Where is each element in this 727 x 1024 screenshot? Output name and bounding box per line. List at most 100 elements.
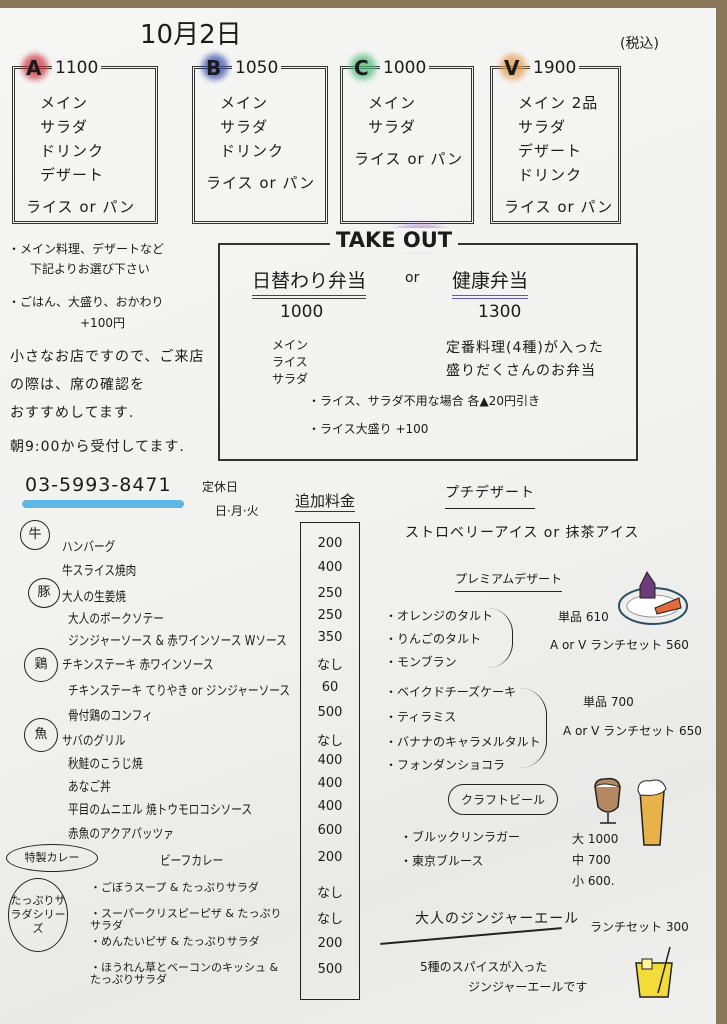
extra-item-name: 大人の生姜焼	[62, 590, 126, 605]
petit-dessert-items: ストロベリーアイス or 抹茶アイス	[405, 525, 640, 541]
extra-item-name: あなご丼	[68, 780, 111, 795]
bento1-item: サラダ	[272, 372, 309, 386]
note-reserve-1: 小さなお店ですので、ご来店	[10, 349, 205, 365]
ginger-desc: ジンジャーエールです	[468, 980, 588, 994]
category-tag-label: 鶏	[34, 657, 48, 672]
beer-item: ・東京ブルース	[400, 854, 484, 868]
extra-item-name: 大人のポークソテー	[68, 612, 164, 627]
note-rice-1: ・ごはん、大盛り、おかわり	[8, 295, 164, 309]
set-c-box	[340, 66, 474, 224]
extra-item-price: なし	[316, 658, 343, 673]
extra-item-price: 400	[317, 799, 343, 814]
extra-item-name: チキンステーキ てりやき or ジンジャーソース	[68, 684, 291, 699]
petit-dessert-title: プチデザート	[445, 482, 535, 509]
extra-item-price: 500	[317, 962, 343, 977]
beer-size: 小 600.	[572, 874, 615, 888]
bento1-item: ライス	[272, 355, 308, 369]
extra-item-name: ・スーパークリスピーピザ & たっぷりサラダ	[90, 907, 282, 932]
set-label: B	[206, 56, 222, 80]
tax-note: (税込)	[620, 36, 659, 52]
set-item: デザート	[518, 142, 583, 160]
category-tag: 魚	[24, 718, 58, 752]
set-item: ライス or パン	[26, 198, 136, 216]
dessert-item: ・モンブラン	[385, 655, 457, 669]
bento1-item: メイン	[272, 338, 309, 352]
category-tag-label: 牛	[28, 527, 42, 542]
cake-illustration	[618, 571, 688, 625]
note-reserve-2: の際は、席の確認を	[10, 377, 145, 393]
category-tag-label: 特製カレー	[24, 851, 80, 864]
takeout-title: TAKE OUT	[330, 228, 459, 252]
craft-beer-title: クラフトビール	[448, 784, 559, 815]
dessert-item: ・バナナのキャラメルタルト	[385, 735, 541, 749]
extra-item-name: ビーフカレー	[160, 854, 224, 869]
dessert-item: ・フォンダンショコラ	[385, 758, 506, 772]
takeout-note: ・ライス、サラダ不用な場合 各▲20円引き	[308, 394, 540, 408]
extra-item-price: 200	[317, 936, 343, 951]
bracket	[520, 688, 547, 768]
dessert-item: ・ティラミス	[385, 710, 457, 724]
beer-size: 中 700	[572, 853, 611, 867]
note-rice-2: +100円	[80, 316, 125, 330]
extra-item-price: 400	[317, 560, 343, 575]
bracket	[488, 608, 513, 668]
bento2-desc: 定番料理(4種)が入った	[446, 340, 604, 356]
set-label-highlight	[350, 54, 376, 80]
category-tag-label: 豚	[37, 585, 51, 600]
date-title: 10月2日	[140, 20, 242, 50]
extra-item-name: ・ほうれん草とベーコンのキッシュ & たっぷりサラダ	[90, 961, 279, 986]
takeout-or: or	[405, 270, 420, 286]
set-label: A	[26, 56, 42, 80]
set-label: C	[354, 56, 369, 80]
group1-set-price: A or V ランチセット 560	[550, 638, 689, 652]
extra-item-name: 牛スライス焼肉	[62, 564, 137, 579]
group1-single-price: 単品 610	[558, 610, 609, 624]
extra-item-name: 秋鮭のこうじ焼	[68, 757, 143, 772]
phone-number[interactable]: 03-5993-8471	[25, 474, 172, 496]
bento2-desc: 盛りだくさんのお弁当	[446, 363, 596, 379]
extra-item-price: 350	[317, 630, 343, 645]
beer-item: ・ブルックリンラガー	[400, 830, 521, 844]
extra-item-price: なし	[316, 912, 343, 927]
bento1-name: 日替わり弁当	[252, 266, 367, 299]
set-label-highlight	[202, 54, 228, 80]
note-choose-1: ・メイン料理、デザートなど	[8, 242, 165, 256]
ginger-lunch-set: ランチセット 300	[590, 920, 689, 934]
extra-item-price: 500	[317, 705, 343, 720]
extra-item-name: 赤魚のアクアパッツァ	[68, 827, 174, 842]
set-label-highlight	[500, 54, 526, 80]
bento1-price: 1000	[280, 302, 324, 322]
note-reserve-3: おすすめしてます.	[10, 405, 135, 421]
category-tag: 豚	[28, 578, 60, 608]
set-item: メイン	[220, 94, 269, 112]
premium-dessert-title: プレミアムデザート	[455, 570, 563, 592]
set-item: ライス or パン	[504, 198, 614, 216]
set-item: メイン	[40, 94, 89, 112]
phone-highlight	[22, 500, 184, 508]
extra-item-name: サバのグリル	[62, 734, 126, 749]
extra-item-price: 200	[317, 850, 343, 865]
category-tag: 牛	[20, 520, 50, 550]
set-item: サラダ	[518, 118, 567, 136]
extra-item-price: なし	[316, 734, 343, 749]
category-tag: たっぷりサラダシリーズ	[8, 878, 68, 952]
group2-single-price: 単品 700	[583, 695, 634, 709]
set-label-highlight	[22, 54, 48, 80]
closed-label: 定休日	[202, 480, 239, 494]
extra-item-price: 60	[321, 680, 339, 695]
extra-item-name: 平目のムニエル 焼トウモロコシソース	[68, 803, 253, 818]
bento2-price: 1300	[478, 302, 522, 322]
extra-item-name: 骨付鶏のコンフィ	[68, 709, 153, 724]
set-price: 1000	[380, 58, 430, 78]
set-item: サラダ	[40, 118, 89, 136]
beer-glasses-illustration	[594, 777, 667, 846]
note-choose-2: 下記よりお選び下さい	[30, 262, 150, 276]
extra-item-name: ジンジャーソース & 赤ワインソース Wソース	[68, 634, 287, 649]
category-tag: 特製カレー	[6, 844, 98, 872]
set-item: メイン 2品	[518, 94, 599, 112]
set-price: 1050	[232, 58, 282, 78]
set-item: サラダ	[220, 118, 269, 136]
menu-paper	[0, 8, 716, 1024]
extra-item-price: 250	[317, 608, 343, 623]
set-price: 1100	[52, 58, 102, 78]
